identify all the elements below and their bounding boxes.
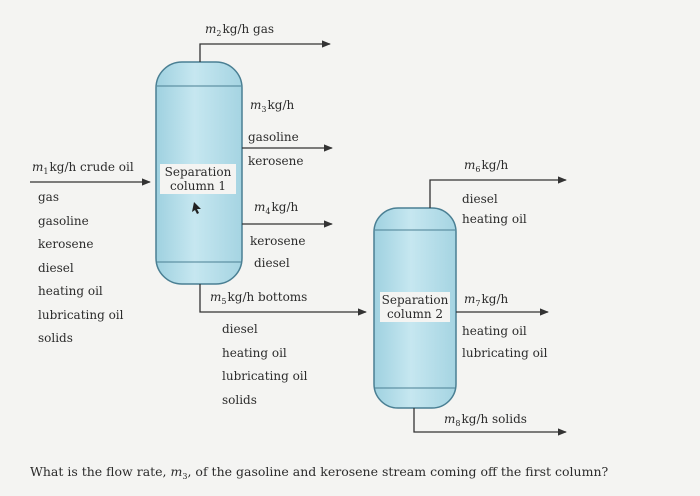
question-var: m xyxy=(170,464,183,479)
column-1-label-line2: column 1 xyxy=(169,179,227,193)
feed-component: diesel xyxy=(38,260,74,275)
stream-5-component: solids xyxy=(222,392,257,407)
stream-6-component: heating oil xyxy=(462,212,527,226)
feed-components-list: gas gasoline kerosene diesel heating oil… xyxy=(38,186,123,351)
column-1-label: Separation column 1 xyxy=(160,164,236,194)
stream-3-component: kerosene xyxy=(248,154,304,168)
stream-6-component: diesel xyxy=(462,192,498,206)
stream-5-component: diesel xyxy=(222,322,258,336)
stream-5-component: lubricating oil xyxy=(222,369,308,383)
stream-7-component: heating oil xyxy=(462,324,527,338)
stream-3-label: m3kg/h xyxy=(250,98,295,114)
stream-4-component: kerosene xyxy=(250,234,306,248)
feed-component: gas xyxy=(38,190,59,204)
stream-4-component: diesel xyxy=(254,256,290,270)
stream-5-components-list: diesel heating oil lubricating oil solid… xyxy=(222,318,307,412)
question-before: What is the flow rate, xyxy=(30,464,171,479)
question-sub: 3 xyxy=(182,472,188,481)
stream-8-arrow xyxy=(413,408,567,436)
feed-component: solids xyxy=(38,331,73,345)
feed-stream-label: m1kg/h crude oil xyxy=(32,160,134,176)
feed-component: kerosene xyxy=(38,237,94,251)
column-2-label-line1: Separation xyxy=(381,293,449,307)
question-text: What is the flow rate, m3, of the gasoli… xyxy=(30,464,608,481)
gas-stream-label: m2kg/h gas xyxy=(205,22,275,38)
stream-7-component: lubricating oil xyxy=(462,346,548,360)
stream-3-component: gasoline xyxy=(248,130,299,144)
stream-6-label: m6kg/h xyxy=(464,158,509,174)
column-1-label-line1: Separation xyxy=(164,165,232,179)
column-2-label-line2: column 2 xyxy=(386,307,444,321)
stream-5-label: m5kg/h bottoms xyxy=(210,290,308,306)
stream-6-arrow xyxy=(429,176,567,208)
feed-component: heating oil xyxy=(38,284,103,298)
cursor-icon xyxy=(192,202,201,214)
feed-component: gasoline xyxy=(38,213,89,228)
question-after: , of the gasoline and kerosene stream co… xyxy=(187,464,609,479)
stream-5-arrow xyxy=(199,284,367,316)
gas-stream-arrow xyxy=(199,40,331,62)
stream-5-component: heating oil xyxy=(222,345,287,360)
stream-4-label: m4kg/h xyxy=(254,200,299,216)
stream-8-label: m8kg/h solids xyxy=(444,412,527,428)
column-2-label: Separation column 2 xyxy=(380,292,450,322)
stream-7-label: m7kg/h xyxy=(464,292,509,308)
feed-component: lubricating oil xyxy=(38,307,124,322)
